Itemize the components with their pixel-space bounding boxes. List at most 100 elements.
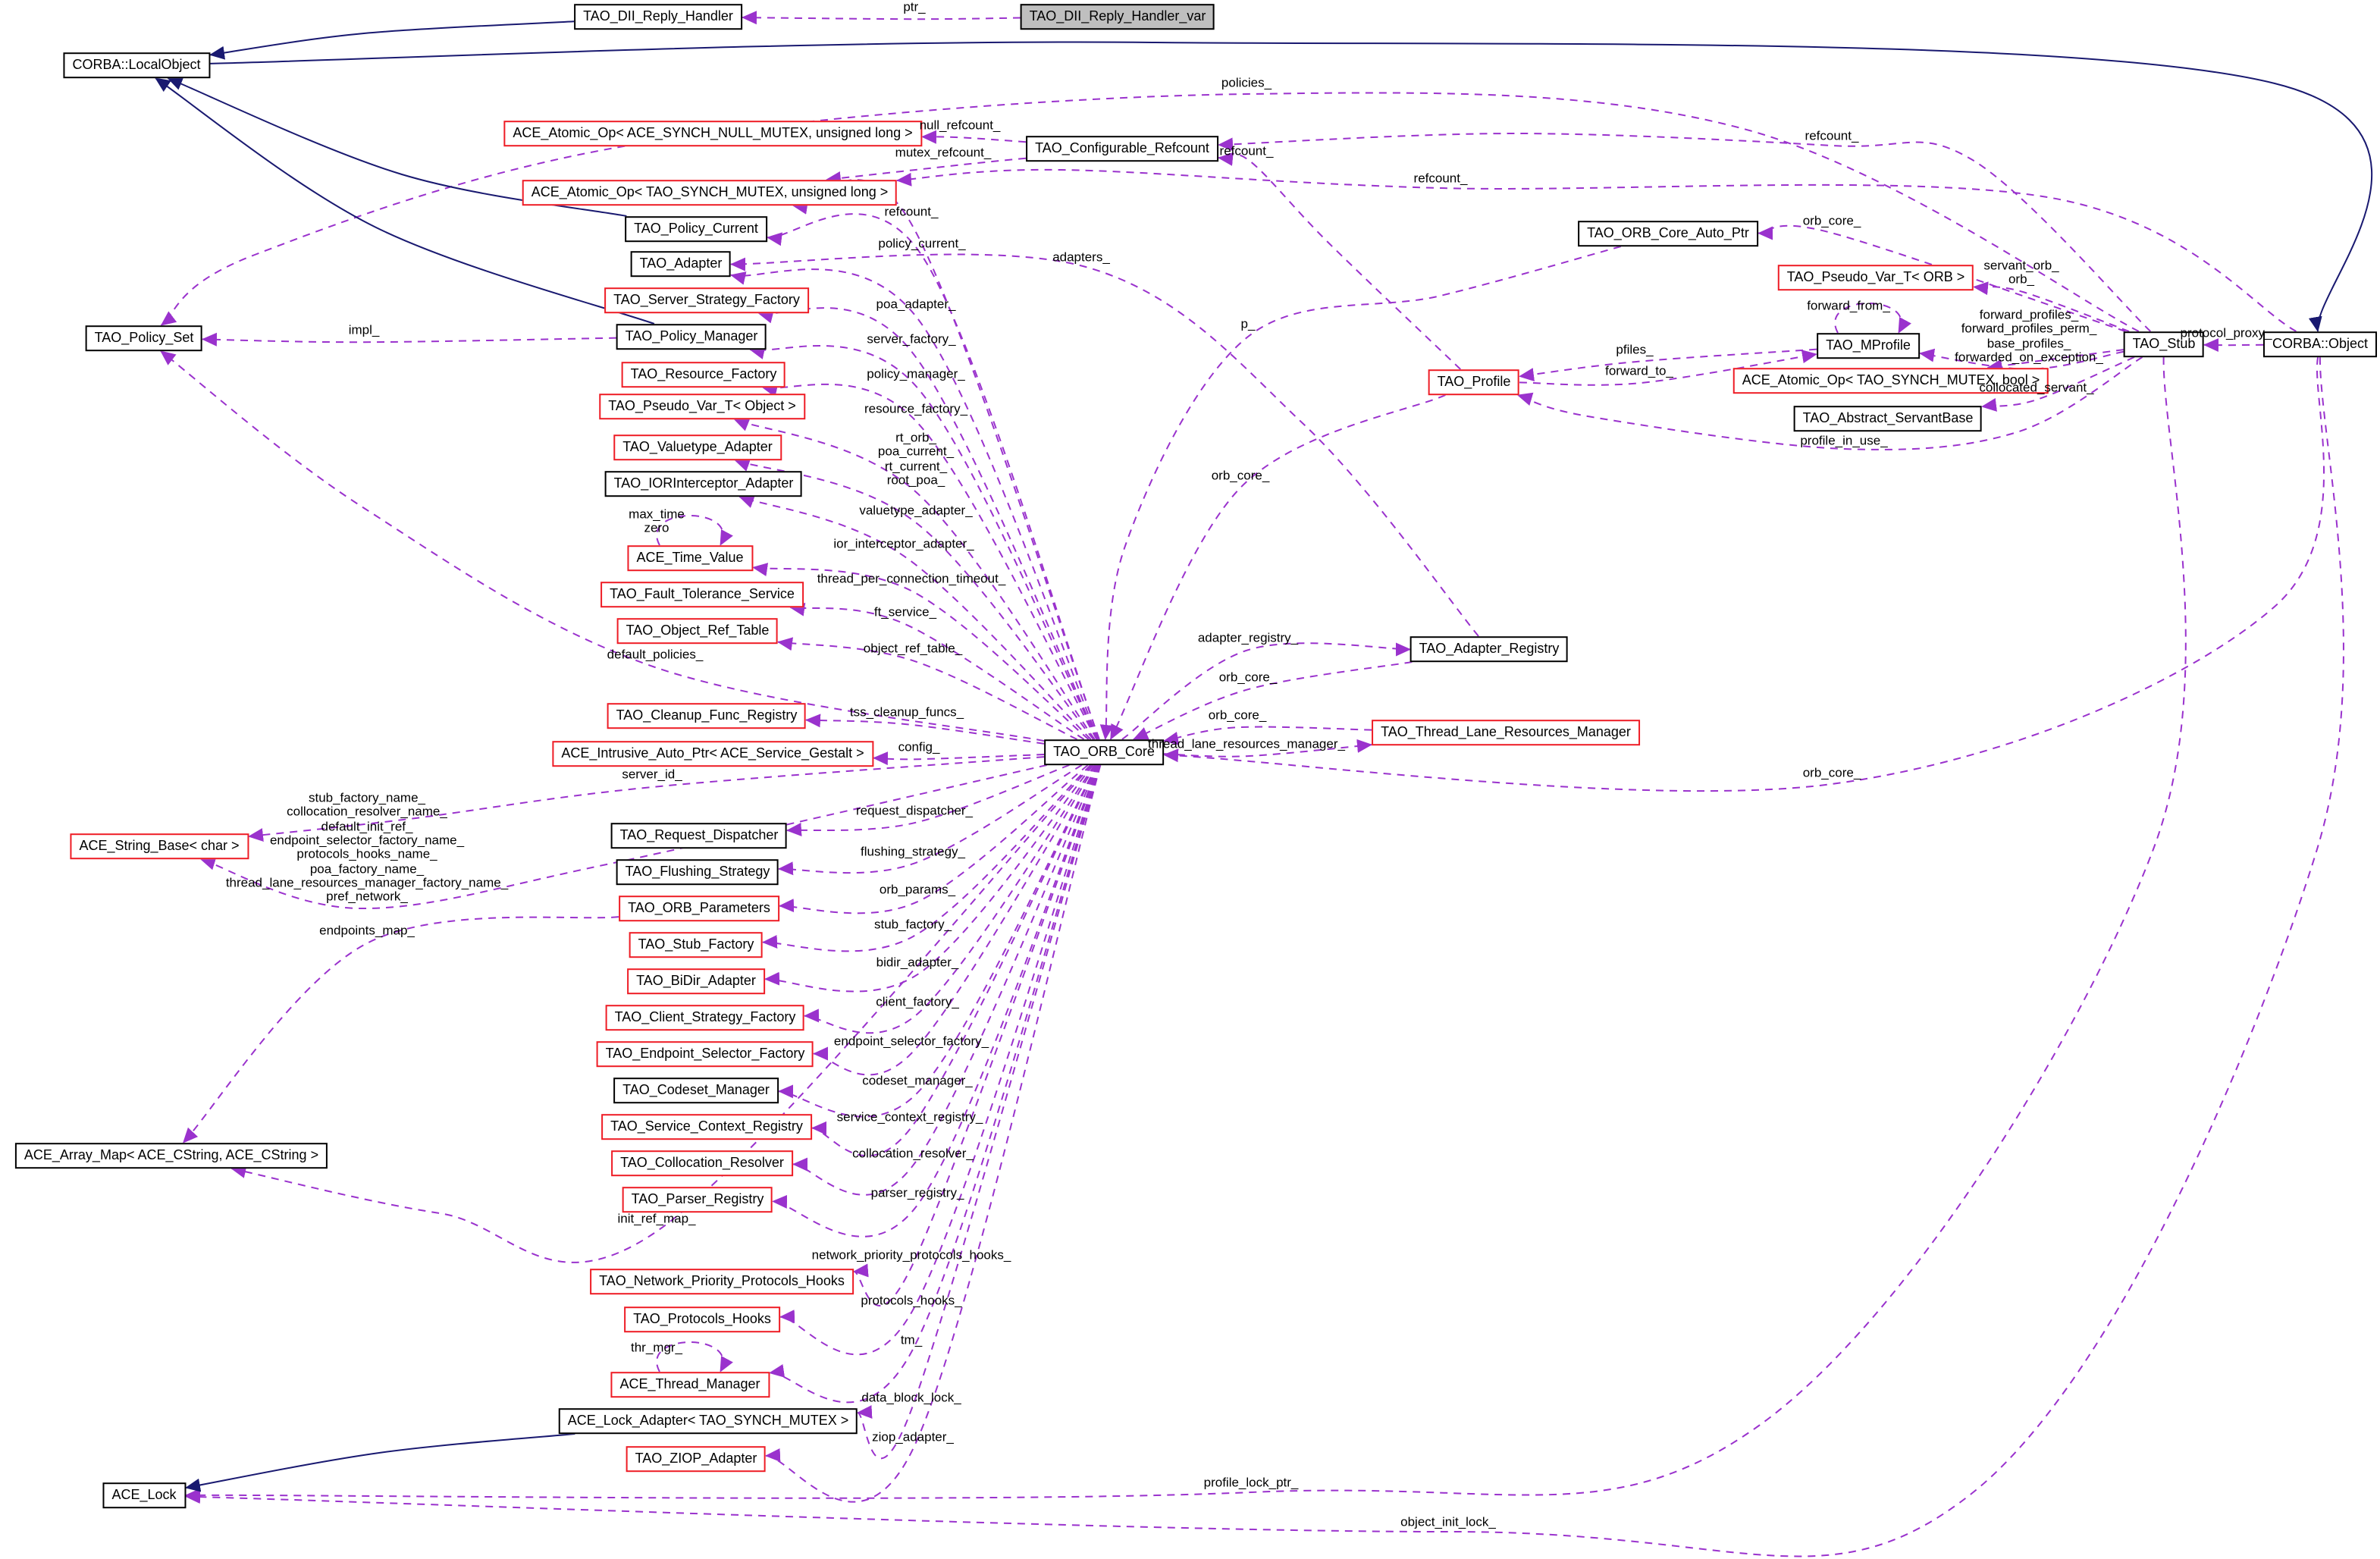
class-node-stub_factory[interactable]: TAO_Stub_Factory — [629, 932, 764, 958]
class-node-policy_set[interactable]: TAO_Policy_Set — [85, 325, 203, 351]
class-node-array_map[interactable]: ACE_Array_Map< ACE_CString, ACE_CString … — [14, 1143, 328, 1168]
class-node-adapter_registry[interactable]: TAO_Adapter_Registry — [1409, 636, 1569, 662]
class-node-pseudo_var_orb[interactable]: TAO_Pseudo_Var_T< ORB > — [1777, 265, 1974, 290]
edge-stub-to-atomic_mutex_bool — [1986, 349, 2124, 373]
class-node-pseudo_var_object[interactable]: TAO_Pseudo_Var_T< Object > — [599, 394, 805, 419]
edge-server-factory — [757, 307, 1099, 740]
edge-forward-to — [1519, 350, 1817, 386]
class-node-profile[interactable]: TAO_Profile — [1428, 369, 1520, 395]
edge-refcount — [896, 168, 2297, 332]
edge-local_object-to-corba_object — [209, 41, 2373, 332]
class-node-thread_manager[interactable]: ACE_Thread_Manager — [610, 1372, 770, 1397]
class-node-time_value[interactable]: ACE_Time_Value — [627, 545, 753, 571]
class-node-atomic_mutex_ulong[interactable]: ACE_Atomic_Op< TAO_SYNCH_MUTEX, unsigned… — [522, 180, 898, 205]
class-node-collocation_resolver[interactable]: TAO_Collocation_Resolver — [611, 1150, 793, 1176]
class-node-configurable_refcount[interactable]: TAO_Configurable_Refcount — [1026, 136, 1218, 162]
class-node-dii_reply_handler_var: TAO_DII_Reply_Handler_var — [1020, 4, 1215, 30]
class-node-iorinterceptor_adapter[interactable]: TAO_IORInterceptor_Adapter — [604, 471, 803, 497]
class-node-parser_registry[interactable]: TAO_Parser_Registry — [622, 1187, 773, 1212]
edge-adapters — [730, 253, 1479, 637]
class-node-ace_lock[interactable]: ACE_Lock — [102, 1482, 186, 1508]
edge-stub-factory-name — [199, 764, 1047, 910]
class-node-local_object[interactable]: CORBA::LocalObject — [63, 52, 210, 78]
edge-ft-service — [789, 602, 1085, 740]
edge-tss-cleanup-funcs — [805, 714, 1045, 745]
edge-orb-core — [1163, 356, 2325, 792]
edge-request-dispatcher — [786, 764, 1070, 837]
edge-refcount — [1218, 152, 1461, 370]
edge-policy-current — [767, 213, 1100, 740]
class-node-abstract_servantbase[interactable]: TAO_Abstract_ServantBase — [1793, 406, 1983, 431]
class-node-server_strategy_factory[interactable]: TAO_Server_Strategy_Factory — [604, 287, 809, 313]
edge-codeset-manager — [778, 764, 1098, 1118]
class-node-flushing_strategy[interactable]: TAO_Flushing_Strategy — [616, 859, 779, 885]
class-node-intrusive_auto_ptr[interactable]: ACE_Intrusive_Auto_Ptr< ACE_Service_Gest… — [552, 741, 873, 767]
edge-ziop-adapter — [765, 764, 1102, 1503]
class-node-lock_adapter[interactable]: ACE_Lock_Adapter< TAO_SYNCH_MUTEX > — [558, 1408, 858, 1434]
edge-network-priority-protocols-hooks — [853, 764, 1100, 1306]
edge-config — [873, 751, 1045, 766]
edge-policy_manager-to-local_object — [155, 77, 655, 325]
edge-flushing-strategy — [778, 764, 1083, 876]
class-node-service_context_registry[interactable]: TAO_Service_Context_Registry — [601, 1114, 812, 1140]
edge-thread-lane-resources-manager — [1163, 739, 1372, 758]
edge-mutex-refcount — [825, 157, 1027, 185]
class-node-resource_factory[interactable]: TAO_Resource_Factory — [621, 362, 786, 387]
edge-profile-in-use — [1516, 356, 2143, 450]
edge-object-init-lock — [185, 356, 2344, 1557]
class-node-network_priority_protocols_hooks[interactable]: TAO_Network_Priority_Protocols_Hooks — [590, 1269, 854, 1294]
class-node-dii_reply_handler[interactable]: TAO_DII_Reply_Handler — [574, 4, 742, 30]
edge-policy_current-to-local_object — [167, 77, 627, 217]
class-node-orb_core_auto_ptr[interactable]: TAO_ORB_Core_Auto_Ptr — [1578, 221, 1758, 246]
class-node-orb_parameters[interactable]: TAO_ORB_Parameters — [619, 896, 779, 921]
class-node-fault_tolerance_service[interactable]: TAO_Fault_Tolerance_Service — [600, 582, 804, 607]
class-node-valuetype_adapter[interactable]: TAO_Valuetype_Adapter — [613, 434, 782, 460]
edge-profile-lock-ptr — [185, 356, 2187, 1502]
edge-lock_adapter-to-ace_lock — [185, 1433, 575, 1492]
class-node-adapter[interactable]: TAO_Adapter — [630, 251, 732, 277]
edge-poa-adapter — [730, 268, 1099, 740]
class-node-corba_object[interactable]: CORBA::Object — [2262, 331, 2378, 357]
class-node-atomic_null_ulong[interactable]: ACE_Atomic_Op< ACE_SYNCH_NULL_MUTEX, uns… — [503, 121, 922, 146]
edge-orb-core — [1163, 726, 1372, 745]
class-node-policy_manager[interactable]: TAO_Policy_Manager — [616, 324, 767, 350]
class-node-bidir_adapter[interactable]: TAO_BiDir_Adapter — [627, 968, 765, 994]
class-node-mprofile[interactable]: TAO_MProfile — [1817, 333, 1920, 359]
edge-orb-core — [1109, 394, 1446, 740]
edge-thr-mgr — [656, 1341, 733, 1372]
edge-dii_reply_handler-to-local_object — [209, 20, 575, 60]
edge-refcount — [1218, 132, 2151, 332]
class-node-thread_lane_resources_manager[interactable]: TAO_Thread_Lane_Resources_Manager — [1372, 720, 1640, 745]
class-node-atomic_mutex_bool[interactable]: ACE_Atomic_Op< TAO_SYNCH_MUTEX, bool > — [1732, 368, 2049, 394]
class-node-ziop_adapter[interactable]: TAO_ZIOP_Adapter — [626, 1446, 767, 1472]
edge-resource-factory — [761, 383, 1098, 740]
edge-bidir-adapter — [764, 764, 1094, 993]
edge-orb-params — [779, 764, 1089, 914]
class-node-protocols_hooks[interactable]: TAO_Protocols_Hooks — [624, 1306, 780, 1332]
class-node-codeset_manager[interactable]: TAO_Codeset_Manager — [613, 1077, 779, 1103]
edge-null-refcount — [921, 130, 1027, 144]
class-node-orb_core[interactable]: TAO_ORB_Core — [1044, 739, 1164, 765]
edge-orb-core — [1133, 661, 1413, 740]
class-node-client_strategy_factory[interactable]: TAO_Client_Strategy_Factory — [605, 1005, 805, 1030]
edge-servant-orb — [1973, 281, 2130, 332]
edge-default-policies — [160, 350, 1045, 742]
edge-service-context-registry — [811, 764, 1099, 1157]
class-node-endpoint_selector_factory[interactable]: TAO_Endpoint_Selector_Factory — [596, 1041, 814, 1067]
edge-ior-interceptor-adapter — [738, 494, 1092, 740]
class-node-policy_current[interactable]: TAO_Policy_Current — [625, 216, 767, 242]
edge-stub-factory — [762, 764, 1092, 952]
edge-policy-manager — [749, 345, 1099, 740]
edge-refcount — [792, 179, 1100, 740]
class-node-stub[interactable]: TAO_Stub — [2123, 331, 2205, 357]
class-node-object_ref_table[interactable]: TAO_Object_Ref_Table — [616, 618, 779, 644]
edge-max-time — [656, 515, 733, 546]
class-node-string_base[interactable]: ACE_String_Base< char > — [70, 833, 249, 859]
class-node-cleanup_func_registry[interactable]: TAO_Cleanup_Func_Registry — [607, 703, 807, 729]
edge-adapter-registry — [1121, 642, 1411, 740]
edge-thread-per-connection-timeout — [752, 563, 1090, 740]
class-node-request_dispatcher[interactable]: TAO_Request_Dispatcher — [610, 823, 788, 849]
